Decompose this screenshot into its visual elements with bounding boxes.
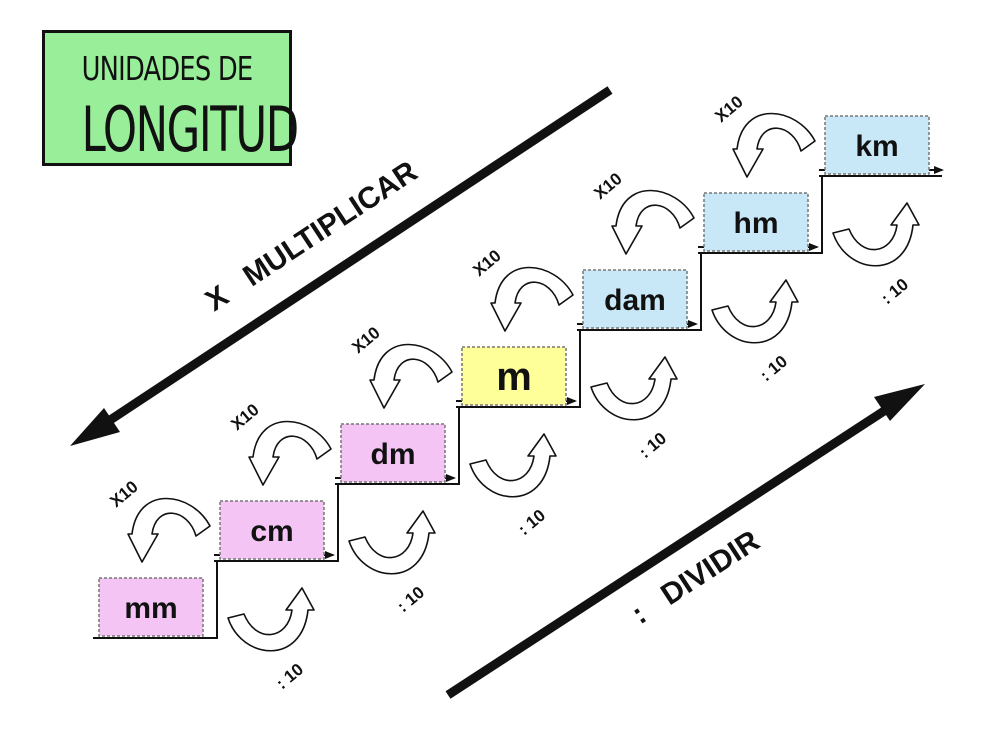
dividir-label: : DIVIDIR: [626, 524, 766, 631]
divide-step-label: : 10: [756, 352, 791, 385]
title-box: UNIDADES DE LONGITUD: [42, 30, 299, 166]
multiply-step-label: X10: [590, 169, 625, 203]
divide-step-label: : 10: [272, 660, 307, 693]
multiply-step-label: X10: [227, 400, 262, 434]
divide-direction-arrow: [445, 384, 925, 699]
unit-box-km: km: [824, 115, 930, 175]
unit-label-dm: dm: [371, 438, 416, 471]
multiply-step-label: X10: [469, 246, 504, 280]
multiply-curved-arrow: X10: [227, 400, 332, 486]
title-line-1: UNIDADES DE: [81, 49, 254, 88]
multiply-step-label: X10: [348, 323, 383, 357]
divide-curved-arrow: : 10: [469, 433, 557, 539]
unit-box-cm: cm: [219, 500, 325, 560]
divide-step-label: : 10: [393, 583, 428, 616]
unit-box-m: m: [461, 346, 567, 406]
multiply-step-label: X10: [106, 477, 141, 511]
multiply-curved-arrow: X10: [590, 169, 695, 255]
divide-curved-arrow: : 10: [348, 510, 436, 616]
unit-label-hm: hm: [734, 207, 779, 240]
divide-curved-arrow: : 10: [711, 279, 799, 385]
multiply-curved-arrow: X10: [711, 92, 816, 178]
divide-curved-arrow: : 10: [590, 356, 678, 462]
unit-label-mm: mm: [124, 592, 177, 625]
unit-label-km: km: [855, 130, 898, 163]
divide-step-label: : 10: [635, 429, 670, 462]
unit-label-m: m: [496, 355, 532, 399]
multiply-step-label: X10: [711, 92, 746, 126]
divide-curved-arrow: : 10: [227, 587, 315, 693]
unit-box-dam: dam: [582, 269, 688, 329]
multiply-direction-arrow: [70, 86, 613, 446]
multiply-curved-arrow: X10: [106, 477, 211, 563]
unit-box-dm: dm: [340, 423, 446, 483]
multiply-curved-arrow: X10: [469, 246, 574, 332]
unit-label-cm: cm: [250, 515, 293, 548]
divide-step-label: : 10: [514, 506, 549, 539]
divide-step-label: : 10: [877, 275, 912, 308]
multiply-curved-arrow: X10: [348, 323, 453, 409]
divide-curved-arrow: : 10: [832, 202, 920, 308]
unit-box-mm: mm: [98, 577, 204, 637]
unit-box-hm: hm: [703, 192, 809, 252]
unit-label-dam: dam: [604, 284, 666, 317]
